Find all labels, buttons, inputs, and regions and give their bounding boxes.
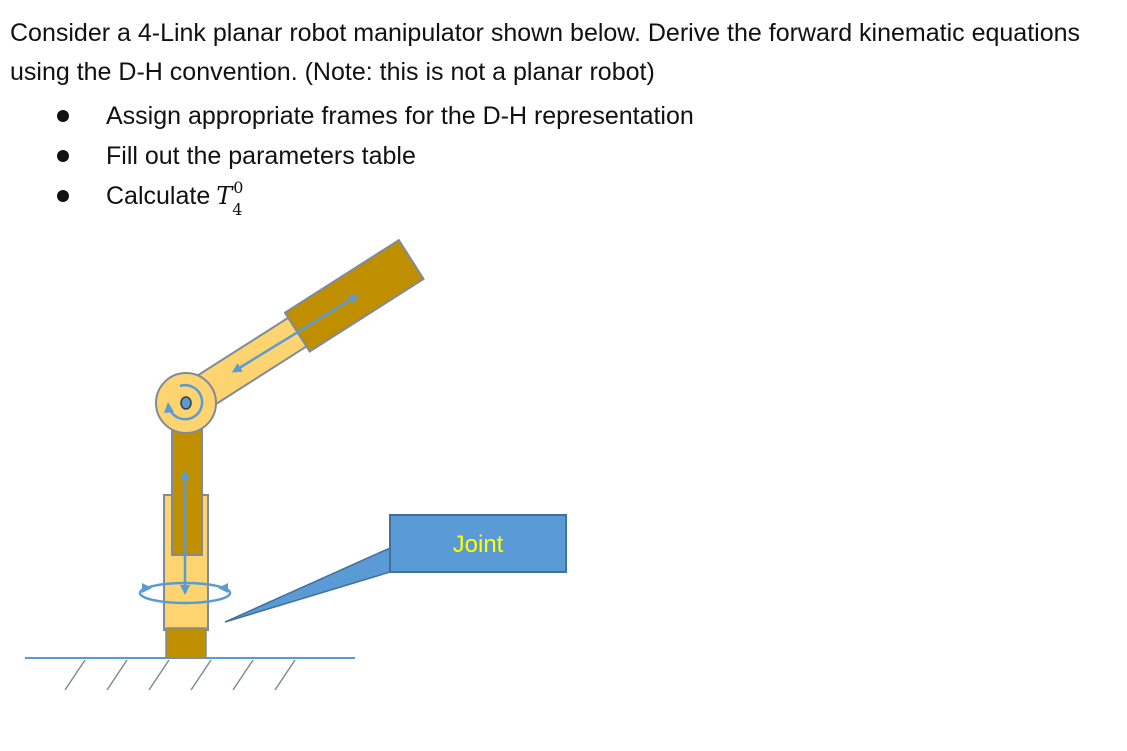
elbow-rotation-arrowhead-icon — [164, 402, 174, 413]
elbow-rotation-arrow-icon — [168, 384, 204, 421]
task-list: Assign appropriate frames for the D-H re… — [0, 96, 900, 219]
forearm-link — [283, 238, 425, 353]
bullet-dot-icon — [57, 110, 69, 122]
forearm-dark-slider — [283, 238, 425, 353]
vertical-prismatic-link — [171, 414, 203, 556]
problem-statement: Consider a 4-Link planar robot manipulat… — [10, 19, 1081, 86]
prismatic-arrow-diagonal — [231, 294, 360, 373]
elbow-revolute-joint — [155, 372, 217, 434]
task-item-assign-frames: Assign appropriate frames for the D-H re… — [0, 96, 900, 136]
hatch-mark — [232, 659, 254, 691]
transform-subscript: 4 — [232, 200, 243, 219]
task-text: Calculate — [106, 182, 211, 210]
vertical-dark-slider — [171, 414, 203, 556]
ground-hatching — [64, 659, 296, 691]
task-item-parameters-table: Fill out the parameters table — [0, 136, 900, 176]
bullet-dot-icon — [57, 190, 69, 202]
diagonal-double-arrow — [231, 294, 360, 373]
rotation-ellipse-icon — [138, 581, 232, 605]
hatch-mark — [64, 659, 86, 691]
transform-letter: T — [216, 182, 233, 210]
base-revolute-arrow — [138, 581, 232, 605]
elbow-axis-hole — [180, 396, 192, 410]
hatch-mark — [148, 659, 170, 691]
callout-box — [389, 514, 567, 573]
hatch-mark — [190, 659, 212, 691]
rotation-arrowhead-right-icon — [218, 583, 228, 593]
base-dark-foot — [165, 627, 207, 659]
joint-callout: Joint — [224, 514, 567, 623]
ground — [25, 657, 355, 691]
hatch-mark — [274, 659, 296, 691]
callout-label: Joint — [453, 531, 504, 558]
task-text: Fill out the parameters table — [106, 142, 416, 170]
transform-superscript: 0 — [233, 178, 244, 197]
rotation-arrowhead-left-icon — [142, 583, 152, 593]
bullet-dot-icon — [57, 150, 69, 162]
callout-pointer — [224, 546, 391, 623]
task-text: Assign appropriate frames for the D-H re… — [106, 102, 694, 130]
hatch-mark — [106, 659, 128, 691]
